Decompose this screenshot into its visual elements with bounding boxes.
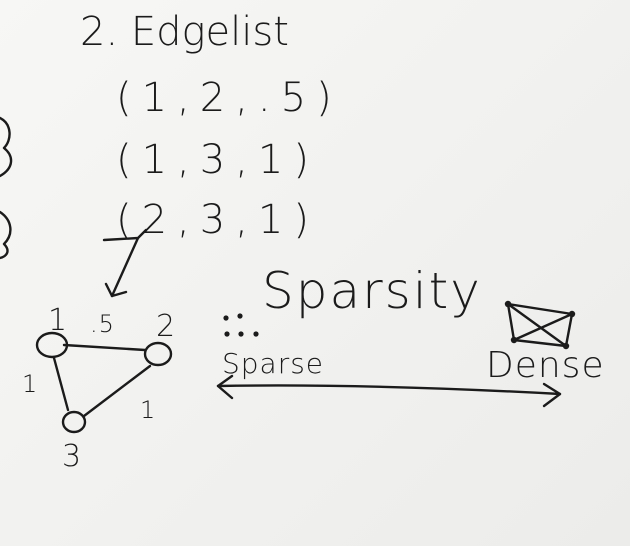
left-brace-upper	[0, 116, 13, 178]
edge-tuple: (1,3,1)	[116, 137, 319, 183]
edge-tuple: (2,3,1)	[116, 197, 319, 243]
node-1	[35, 331, 69, 359]
edge-2-3	[82, 364, 152, 418]
edge-weight-label: 1	[22, 370, 39, 398]
edge-weight-label: .5	[90, 310, 115, 338]
node-3	[61, 410, 87, 434]
sparsity-heading: Sparsity	[262, 262, 482, 320]
edge-1-3	[52, 356, 70, 412]
link-arrow	[102, 228, 148, 298]
dense-label: Dense	[486, 345, 605, 386]
therefore-dots	[223, 313, 259, 337]
sparse-dense-arrow	[216, 374, 562, 408]
dense-graph-sketch	[504, 300, 576, 350]
edge-weight-label: 1	[140, 396, 157, 424]
left-brace-lower	[0, 210, 12, 260]
edge-tuple: (1,2,.5)	[116, 75, 342, 121]
section-title: 2. Edgelist	[80, 9, 289, 55]
node-label: 2	[156, 309, 177, 344]
node-label: 1	[48, 303, 69, 338]
node-label: 3	[62, 439, 83, 474]
sparse-label: Sparse	[222, 347, 325, 380]
edge-1-2	[62, 343, 147, 352]
node-2	[143, 341, 173, 367]
